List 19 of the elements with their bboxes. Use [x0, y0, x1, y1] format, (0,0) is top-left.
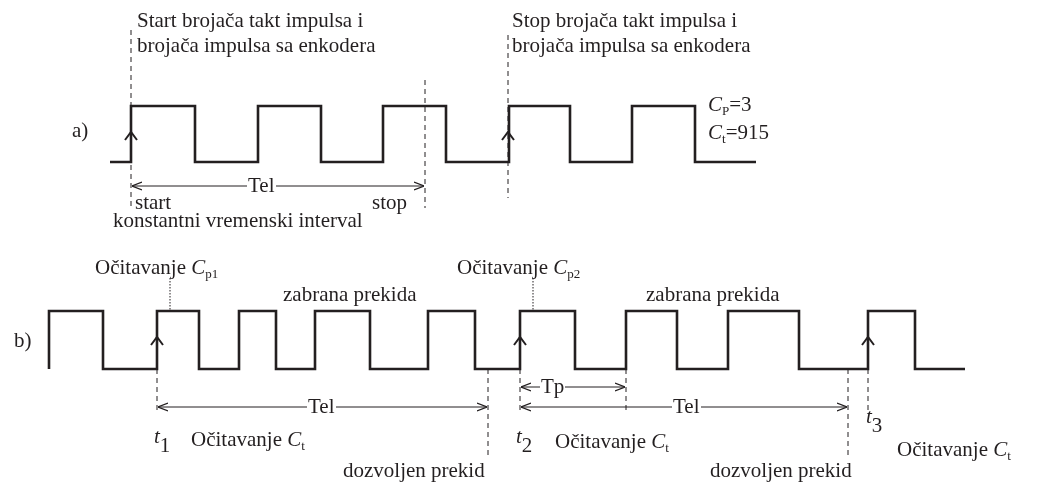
annotation-text: Očitavanje C$_{t}$ — [555, 429, 669, 454]
annotation-text: zabrana prekida — [283, 282, 417, 307]
annotation-text: Očitavanje C$_{t}$ — [897, 437, 1011, 462]
annotation-text: zabrana prekida — [646, 282, 780, 307]
annotation-text: Start brojača takt impulsa i brojača impulsa sa enkodera — [137, 8, 377, 58]
annotation-text: dozvoljen prekid — [710, 458, 852, 483]
leader-line — [169, 277, 171, 312]
square-wave — [47, 309, 965, 371]
annotation-text: Stop brojača takt impulsa i brojača impulsa sa enkodera — [512, 8, 752, 58]
annotation-text: a) — [72, 118, 89, 143]
annotation-text: C$_{P}$=3 — [708, 92, 752, 117]
annotation-text: dozvoljen prekid — [343, 458, 485, 483]
leader-line — [532, 277, 534, 312]
annotation-text: C$_{t}$=915 — [708, 120, 769, 145]
reading-label: Očitavanje C$_{p2}$ — [457, 255, 581, 280]
annotation-text: b) — [14, 328, 32, 353]
annotation-text: Očitavanje C$_{t}$ — [191, 427, 305, 452]
reading-label: Očitavanje C$_{p1}$ — [95, 255, 219, 280]
annotation-text: stop — [372, 190, 407, 215]
